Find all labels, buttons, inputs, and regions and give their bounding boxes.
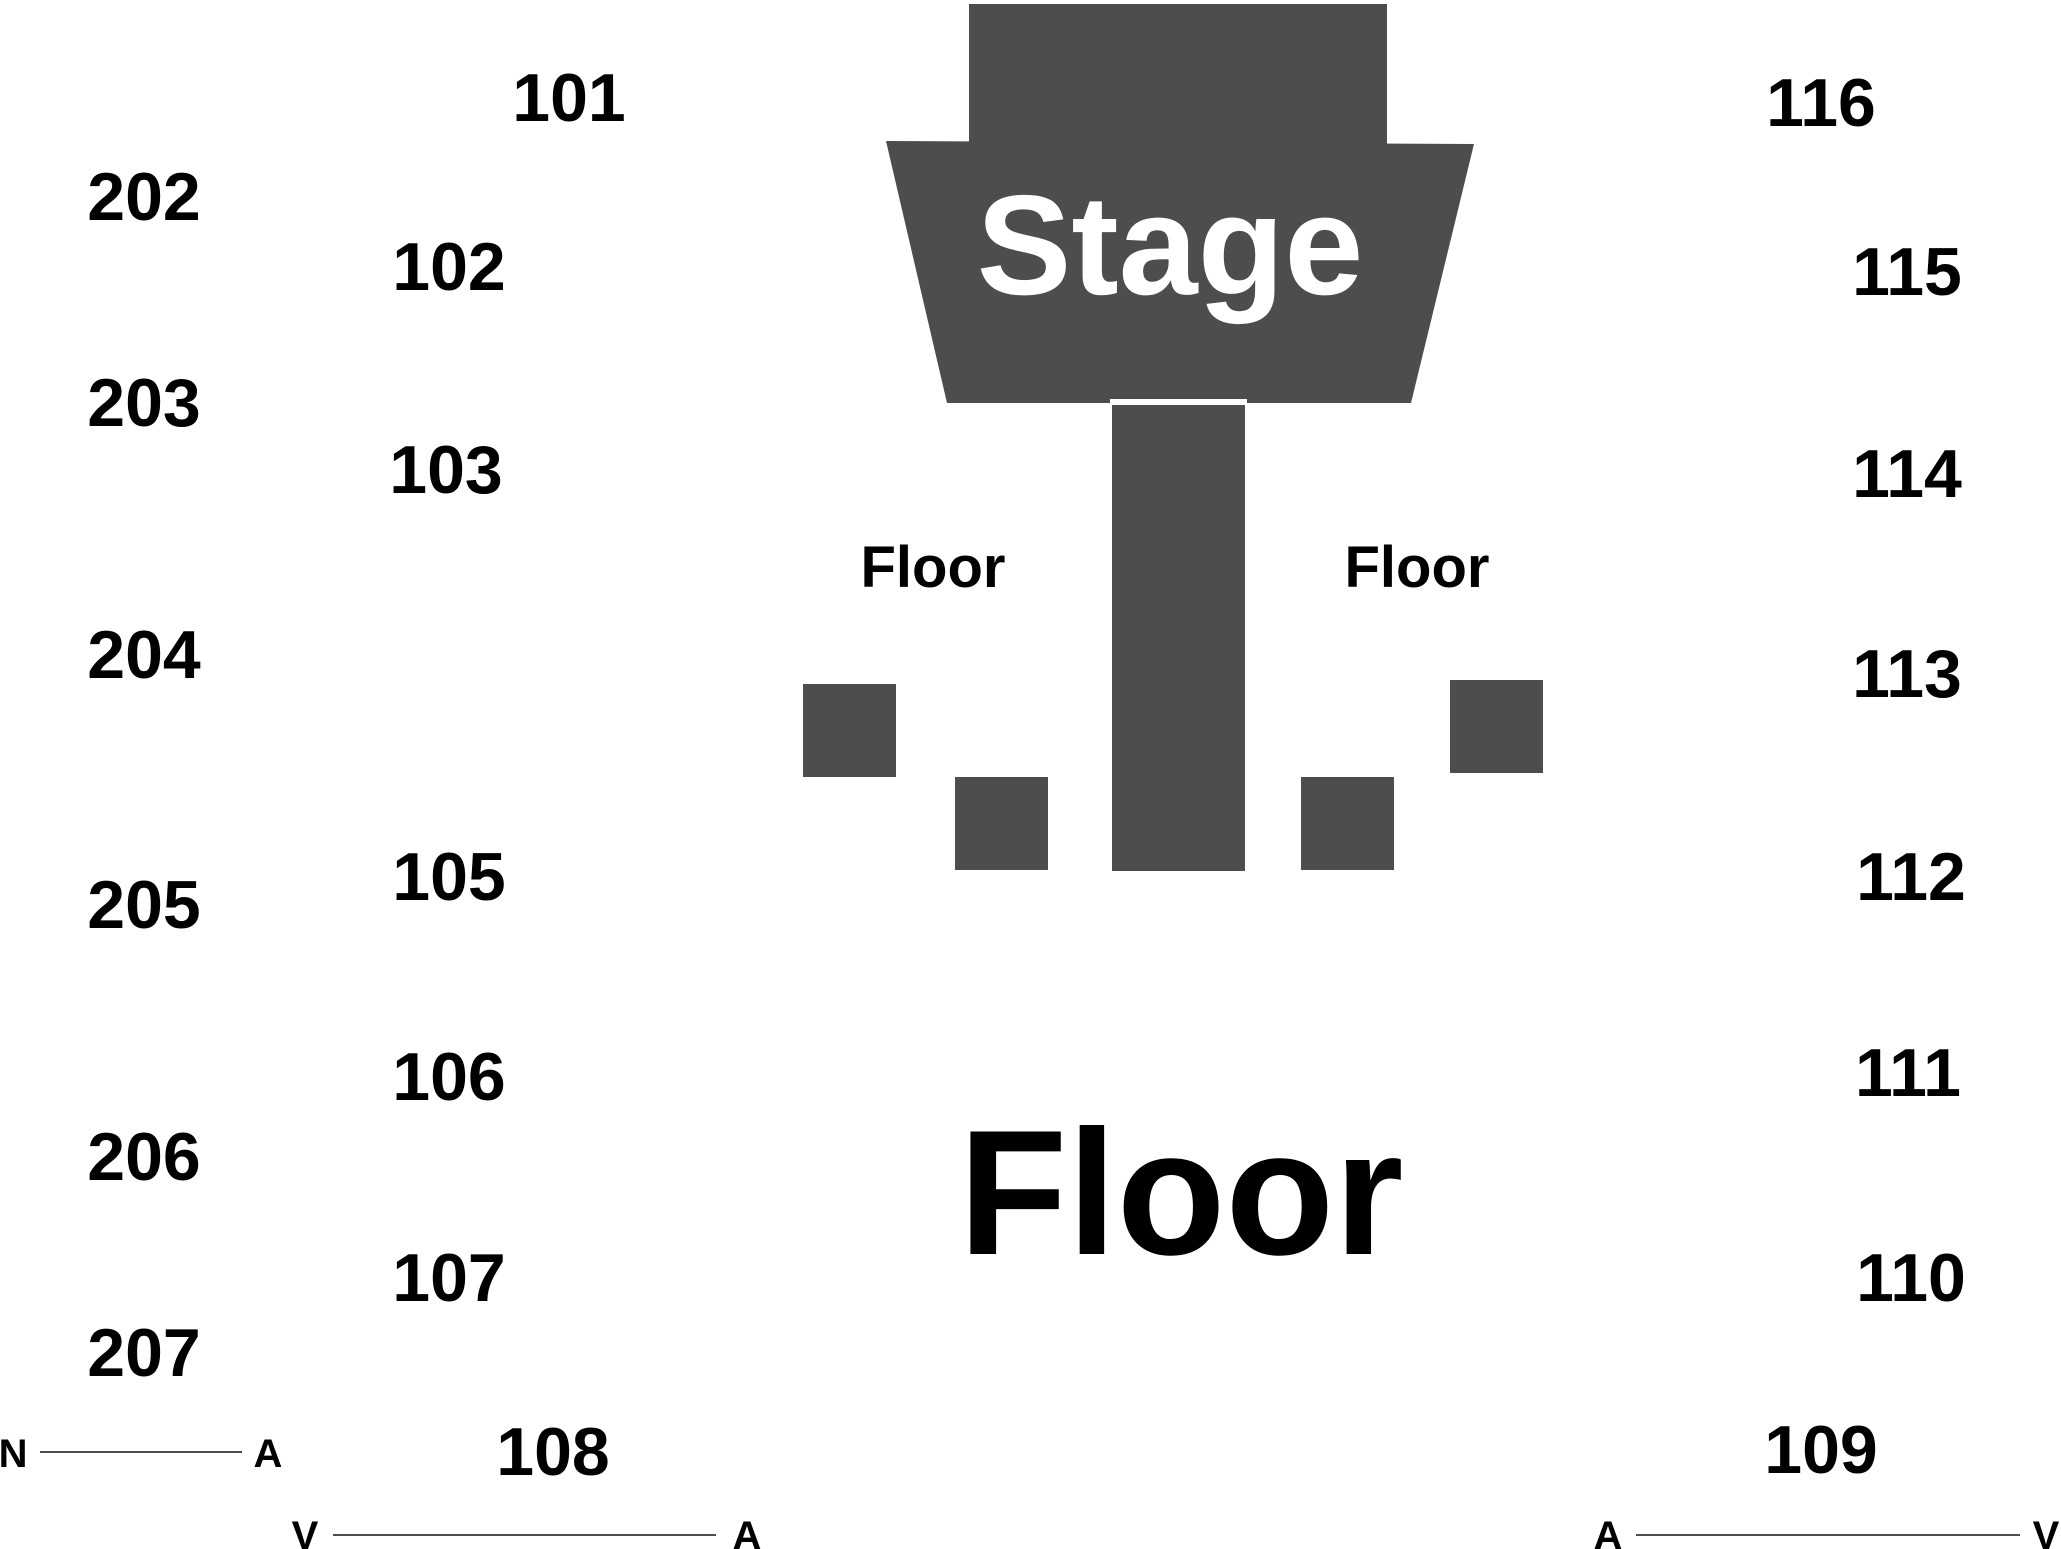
row-marker-right-lower: A V	[1594, 1514, 2060, 1549]
stage-main-platform	[886, 141, 1474, 403]
sections-100-right: 116 115 114 113 112 111 110 109	[1764, 65, 1966, 1488]
floor-platform-left-inner[interactable]	[955, 777, 1048, 870]
section-108[interactable]: 108	[496, 1414, 609, 1490]
row-letter-end: A	[254, 1432, 283, 1476]
stage-label: Stage	[977, 166, 1364, 325]
section-115[interactable]: 115	[1852, 234, 1962, 310]
sections-200-left: 202 203 204 205 206 207	[87, 159, 201, 1391]
section-204[interactable]: 204	[87, 617, 201, 693]
floor-label-main[interactable]: Floor	[959, 1093, 1404, 1292]
floor-platforms	[803, 680, 1543, 870]
floor-platform-right-outer[interactable]	[1450, 680, 1543, 773]
section-106[interactable]: 106	[392, 1039, 505, 1115]
section-109[interactable]: 109	[1764, 1412, 1877, 1488]
row-marker-left-lower: V A	[292, 1514, 762, 1549]
section-105[interactable]: 105	[392, 839, 505, 915]
stage-runway	[1112, 405, 1245, 871]
section-102[interactable]: 102	[392, 229, 505, 305]
section-202[interactable]: 202	[87, 159, 200, 235]
section-113[interactable]: 113	[1852, 636, 1962, 712]
section-205[interactable]: 205	[87, 867, 200, 943]
row-marker-left-upper: N A	[0, 1432, 282, 1476]
section-114[interactable]: 114	[1852, 436, 1962, 512]
section-112[interactable]: 112	[1856, 839, 1966, 915]
section-111[interactable]: 111	[1855, 1035, 1961, 1111]
row-letter-end: V	[2033, 1514, 2060, 1549]
floor-platform-left-outer[interactable]	[803, 684, 896, 777]
sections-100-left: 101 102 103 105 106 107 108	[389, 60, 625, 1490]
section-103[interactable]: 103	[389, 432, 502, 508]
section-110[interactable]: 110	[1856, 1240, 1966, 1316]
row-letter-end: A	[733, 1514, 762, 1549]
section-203[interactable]: 203	[87, 365, 200, 441]
row-letter-start: N	[0, 1432, 27, 1476]
section-207[interactable]: 207	[87, 1315, 200, 1391]
row-letter-start: V	[292, 1514, 319, 1549]
section-101[interactable]: 101	[512, 60, 625, 136]
floor-label-right[interactable]: Floor	[1345, 535, 1490, 600]
section-206[interactable]: 206	[87, 1119, 200, 1195]
section-116[interactable]: 116	[1766, 65, 1876, 141]
stage-backstage-block	[969, 4, 1387, 144]
section-107[interactable]: 107	[392, 1240, 505, 1316]
floor-platform-right-inner[interactable]	[1301, 777, 1394, 870]
row-letter-start: A	[1594, 1514, 1623, 1549]
stage[interactable]: Stage	[886, 4, 1474, 871]
floor-label-left[interactable]: Floor	[861, 535, 1006, 600]
